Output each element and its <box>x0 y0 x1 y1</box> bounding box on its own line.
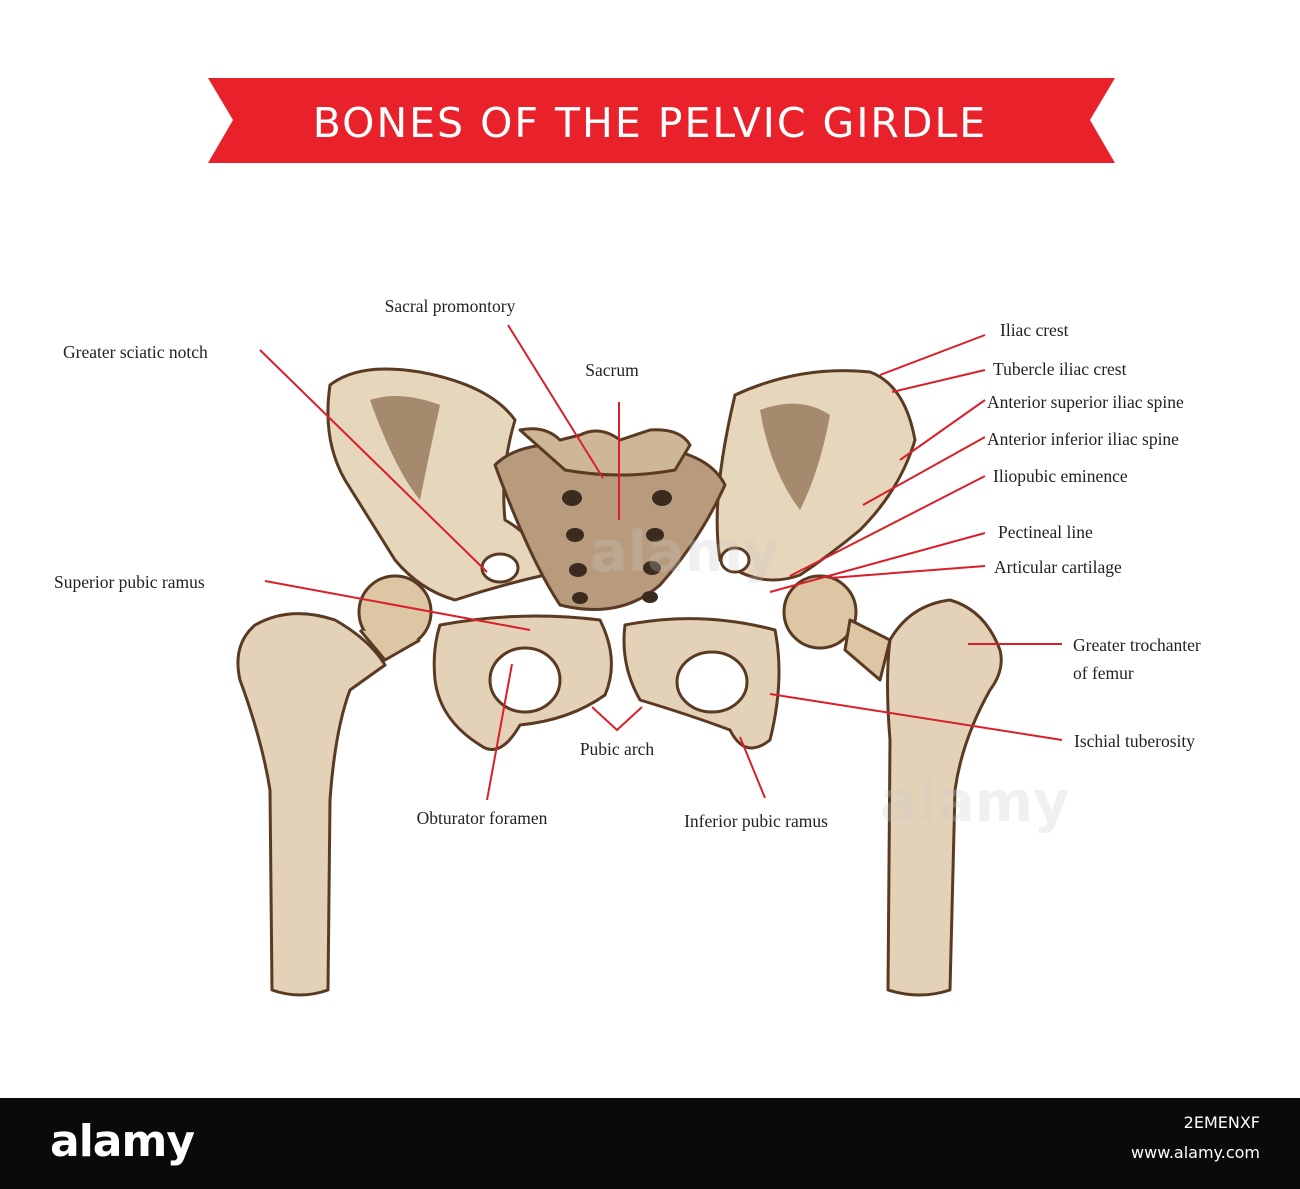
label-greater-trochanter-line1: Greater trochanter <box>1073 635 1201 655</box>
leader-articular <box>829 565 986 579</box>
label-sacral-promontory: Sacral promontory <box>384 296 516 316</box>
image-id: 2EMENXF <box>1183 1113 1260 1132</box>
page-title: BONES OF THE PELVIC GIRDLE <box>312 99 988 147</box>
label-superior-pubic-ramus: Superior pubic ramus <box>54 572 205 592</box>
label-iliac-crest: Iliac crest <box>1000 320 1069 340</box>
right-obturator-foramen <box>675 650 749 714</box>
left-femur <box>236 612 387 997</box>
leader-asis <box>899 399 986 461</box>
right-femoral-head <box>782 574 858 650</box>
leader-ischial <box>769 693 1063 741</box>
right-femur <box>886 598 1003 997</box>
leader-pubic-arch <box>591 706 643 732</box>
label-greater-trochanter-line2: of femur <box>1073 663 1134 683</box>
footer-info: 2EMENXF www.alamy.com <box>1131 1108 1260 1168</box>
watermark-right: alamy <box>880 770 1070 835</box>
pelvis-illustration <box>236 324 1063 997</box>
label-pubic-arch: Pubic arch <box>579 739 655 759</box>
leader-sacral-promontory <box>507 324 604 479</box>
label-pectineal-line: Pectineal line <box>998 522 1093 542</box>
left-obturator-foramen <box>488 646 562 714</box>
label-sacrum: Sacrum <box>585 360 639 380</box>
watermark-center: alamy <box>590 520 780 585</box>
label-obturator-foramen: Obturator foramen <box>416 808 548 828</box>
leader-inferior-pubic-ramus <box>739 736 766 799</box>
label-anterior-inferior-iliac-spine: Anterior inferior iliac spine <box>987 429 1179 449</box>
title-banner <box>208 78 1115 163</box>
label-iliopubic-eminence: Iliopubic eminence <box>993 466 1128 486</box>
label-tubercle-iliac-crest: Tubercle iliac crest <box>993 359 1127 379</box>
leader-greater-sciatic-notch <box>259 349 488 573</box>
leader-iliopubic <box>789 475 986 577</box>
site-url: www.alamy.com <box>1131 1143 1260 1162</box>
leader-tubercle <box>891 369 986 393</box>
leader-obturator <box>486 663 513 801</box>
leader-iliac-crest <box>879 334 986 376</box>
label-greater-sciatic-notch: Greater sciatic notch <box>63 342 208 362</box>
leader-superior-pubic-ramus <box>264 580 531 631</box>
leader-aiis <box>862 436 986 506</box>
footer-bar: alamy 2EMENXF www.alamy.com <box>0 1098 1300 1189</box>
brand-logo: alamy <box>50 1116 195 1167</box>
label-articular-cartilage: Articular cartilage <box>994 557 1122 577</box>
label-ischial-tuberosity: Ischial tuberosity <box>1074 731 1196 751</box>
label-anterior-superior-iliac-spine: Anterior superior iliac spine <box>987 392 1184 412</box>
label-inferior-pubic-ramus: Inferior pubic ramus <box>684 811 828 831</box>
leader-pectineal <box>769 532 986 593</box>
